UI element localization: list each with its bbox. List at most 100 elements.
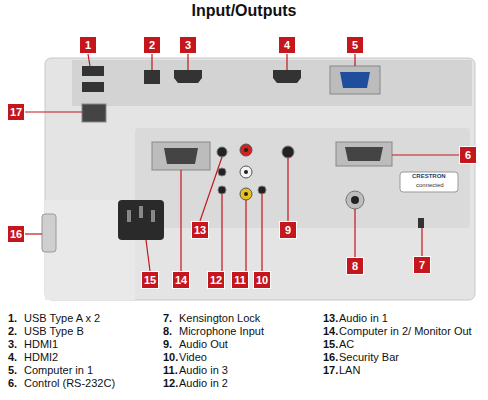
callout-number: 5 xyxy=(352,39,358,51)
kensington-slot xyxy=(418,218,424,228)
port-name: LAN xyxy=(339,364,360,376)
callout-number: 8 xyxy=(352,260,358,272)
port-name: Audio Out xyxy=(179,338,228,350)
callout-box: 12 xyxy=(207,271,225,289)
port-name: Audio in 1 xyxy=(339,312,388,324)
mic-jack xyxy=(346,191,364,209)
list-number: 7. xyxy=(163,312,172,324)
callout-box: 14 xyxy=(172,271,190,289)
callout-box: 5 xyxy=(346,36,364,54)
audio-out-jack xyxy=(282,146,294,158)
list-number: 12. xyxy=(163,377,178,389)
lan-port xyxy=(82,104,106,122)
list-number: 2. xyxy=(8,325,17,337)
ac-pin xyxy=(151,210,155,222)
callout-box: 7 xyxy=(413,256,431,274)
callout-number: 7 xyxy=(419,259,425,271)
callout-number: 10 xyxy=(256,274,268,286)
callout-box: 9 xyxy=(279,221,297,239)
rca-red xyxy=(240,144,252,156)
leader-line xyxy=(245,200,246,271)
callout-box: 6 xyxy=(459,146,477,164)
projector-rear xyxy=(45,58,475,300)
list-number: 11. xyxy=(163,364,178,376)
usb-a-port xyxy=(82,66,104,76)
badge-text: CRESTRON xyxy=(412,173,446,179)
list-number: 9. xyxy=(163,338,172,350)
leader-line xyxy=(180,170,181,271)
port-name: Computer in 1 xyxy=(24,364,93,376)
list-number: 1. xyxy=(8,312,17,324)
callout-number: 9 xyxy=(285,224,291,236)
list-number: 14. xyxy=(323,325,338,337)
leader-line xyxy=(25,233,42,234)
vga-plate xyxy=(152,142,210,170)
callout-number: 11 xyxy=(234,274,246,286)
badge-text: connected xyxy=(416,182,444,188)
callout-number: 16 xyxy=(10,228,22,240)
callout-box: 8 xyxy=(346,257,364,275)
vga-port xyxy=(340,72,370,88)
vga-plate xyxy=(330,66,380,94)
callout-number: 1 xyxy=(85,39,91,51)
rca-pin xyxy=(244,148,248,152)
leader-lines xyxy=(25,54,459,271)
list-number: 15. xyxy=(323,338,338,350)
audio-jack xyxy=(217,147,227,157)
callout-box: 2 xyxy=(143,36,161,54)
callout-box: 17 xyxy=(7,103,25,121)
leader-line xyxy=(151,54,152,70)
port-name: Video xyxy=(179,351,207,363)
port-name: Security Bar xyxy=(339,351,399,363)
leader-line xyxy=(392,154,459,155)
leader-line xyxy=(146,240,150,271)
mic-jack-hole xyxy=(351,196,359,204)
leader-line xyxy=(221,194,222,271)
port-name: Microphone Input xyxy=(179,325,264,337)
callout-number: 14 xyxy=(175,274,187,286)
callout-box: 10 xyxy=(253,271,271,289)
port-area xyxy=(135,128,470,228)
callout-number: 6 xyxy=(465,149,471,161)
serial-plate xyxy=(336,142,392,166)
list-number: 5. xyxy=(8,364,17,376)
rca-yellow xyxy=(240,188,252,200)
list-number: 10. xyxy=(163,351,178,363)
port-name: USB Type B xyxy=(24,325,84,337)
rca-white xyxy=(240,166,252,178)
hdmi-port xyxy=(174,70,202,83)
port-name: HDMI1 xyxy=(24,338,58,350)
callout-box: 16 xyxy=(7,225,25,243)
serial-port xyxy=(345,147,383,161)
ac-pin xyxy=(127,210,131,222)
callout-box: 13 xyxy=(191,221,209,239)
list-number: 13. xyxy=(323,312,338,324)
callout-number: 4 xyxy=(284,39,290,51)
leader-line xyxy=(286,54,287,70)
callout-number: 12 xyxy=(210,274,222,286)
callout-box: 15 xyxy=(141,271,159,289)
list-number: 17. xyxy=(323,364,338,376)
crestron-badge xyxy=(400,172,458,192)
port-name: AC xyxy=(339,338,354,350)
vga-port xyxy=(164,148,198,164)
ac-inlet xyxy=(118,200,164,240)
list-number: 4. xyxy=(8,351,17,363)
list-number: 16. xyxy=(323,351,338,363)
ac-pin xyxy=(139,206,143,218)
list-number: 6. xyxy=(8,377,17,389)
callout-box: 11 xyxy=(231,271,249,289)
port-name: Kensington Lock xyxy=(179,312,260,324)
leader-line xyxy=(88,54,90,66)
list-number: 3. xyxy=(8,338,17,350)
callout-box: 3 xyxy=(179,36,197,54)
leader-line xyxy=(287,158,288,221)
hdmi-port xyxy=(273,70,301,83)
port-name: USB Type A x 2 xyxy=(24,312,100,324)
callout-box: 4 xyxy=(278,36,296,54)
port-name: Audio in 2 xyxy=(179,377,228,389)
audio-jack xyxy=(218,168,226,176)
leader-line xyxy=(200,157,222,221)
rca-pin xyxy=(244,192,248,196)
